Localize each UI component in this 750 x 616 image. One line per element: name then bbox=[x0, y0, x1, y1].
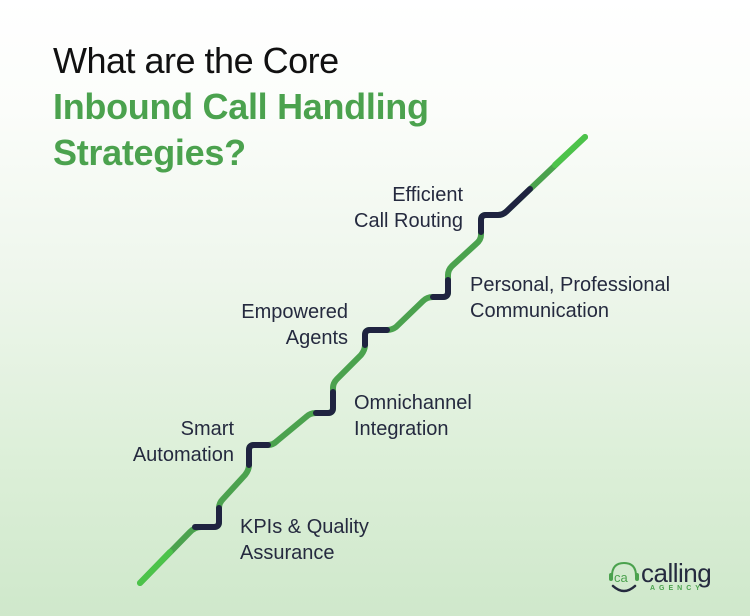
step-label-line1: Efficient bbox=[392, 184, 463, 206]
step-label-line2: Communication bbox=[470, 300, 609, 322]
step-label-line2: Integration bbox=[354, 418, 449, 440]
step-label-line1: Empowered bbox=[241, 301, 348, 323]
infographic-title: What are the Core Inbound Call Handling … bbox=[53, 38, 429, 176]
step-empowered-agents: Empowered Agents bbox=[241, 299, 348, 351]
step-personal-professional-communication: Personal, Professional Communication bbox=[470, 272, 670, 324]
step-label-line2: Assurance bbox=[240, 542, 335, 564]
calling-agency-logo: ca calling AGENCY bbox=[606, 558, 726, 598]
step-label-line1: KPIs & Quality bbox=[240, 516, 369, 538]
svg-text:ca: ca bbox=[614, 570, 629, 585]
step-smart-automation: Smart Automation bbox=[133, 416, 234, 468]
step-label-line1: Personal, Professional bbox=[470, 274, 671, 296]
logo-wordmark: calling bbox=[641, 558, 712, 588]
step-label-line1: Smart bbox=[180, 418, 234, 440]
step-efficient-call-routing: Efficient Call Routing bbox=[354, 182, 463, 234]
step-omnichannel-integration: Omnichannel Integration bbox=[354, 390, 472, 442]
step-label-line2: Call Routing bbox=[354, 210, 463, 232]
title-line-1: What are the Core bbox=[53, 40, 339, 81]
step-kpis-quality: KPIs & Quality Assurance bbox=[240, 514, 369, 566]
title-line-2: Inbound Call Handling bbox=[53, 86, 429, 127]
headset-logo-icon: ca bbox=[609, 561, 639, 593]
step-label-line2: Automation bbox=[132, 444, 234, 466]
step-label-line2: Agents bbox=[285, 327, 348, 349]
step-label-line1: Omnichannel bbox=[354, 392, 472, 414]
logo-subtitle: AGENCY bbox=[650, 585, 704, 592]
title-line-3: Strategies? bbox=[53, 132, 246, 173]
